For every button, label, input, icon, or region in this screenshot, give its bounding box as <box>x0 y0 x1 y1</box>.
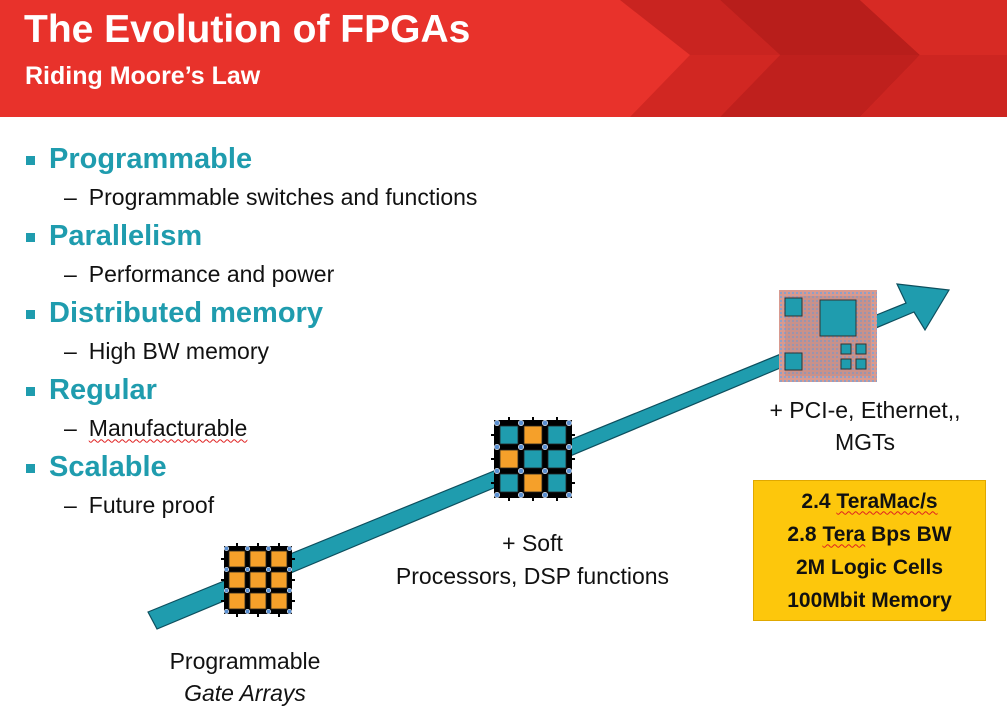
bullet-item: Regular <box>26 370 626 410</box>
spec-prefix: 2.8 <box>787 522 823 546</box>
stage-label-line1: Programmable <box>169 648 321 674</box>
bullet-square-icon <box>26 232 35 242</box>
spec-box: 2.4 TeraMac/s 2.8 Tera Bps BW 2M Logic C… <box>753 480 986 621</box>
bullet-heading: Regular <box>49 373 157 406</box>
fpga-chip-large-icon <box>779 290 877 382</box>
spec-line: 2.4 TeraMac/s <box>801 485 937 518</box>
slide-subtitle: Riding Moore’s Law <box>25 62 261 90</box>
bullet-square-icon <box>26 155 35 165</box>
bullet-square-icon <box>26 309 35 319</box>
feature-list: Programmable – Programmable switches and… <box>26 138 626 523</box>
bullet-detail-text: Performance and power <box>88 260 335 287</box>
bullet-detail: – Programmable switches and functions <box>26 179 626 215</box>
spec-underlined: Tera <box>822 522 866 546</box>
fpga-chip-small-icon <box>221 543 295 617</box>
bullet-detail: – Manufacturable <box>26 410 626 446</box>
dash-marker: – <box>64 183 77 210</box>
spec-suffix: Bps BW <box>865 522 952 546</box>
bullet-heading: Scalable <box>49 450 167 483</box>
bullet-detail-text: High BW memory <box>88 337 269 364</box>
slide-title: The Evolution of FPGAs <box>24 8 471 51</box>
bullet-detail: – High BW memory <box>26 333 626 369</box>
bullet-heading: Distributed memory <box>49 296 323 329</box>
spec-line: 100Mbit Memory <box>787 584 952 617</box>
spec-line: 2.8 Tera Bps BW <box>787 518 951 551</box>
bullet-detail: – Future proof <box>26 487 626 523</box>
stage-label-gate-arrays: Programmable Gate Arrays <box>140 645 350 709</box>
header-banner: The Evolution of FPGAs Riding Moore’s La… <box>0 0 1007 117</box>
stage-label-line2: Processors, DSP functions <box>395 563 670 589</box>
spec-underlined: TeraMac/s <box>836 489 938 513</box>
bullet-square-icon <box>26 463 35 473</box>
dash-marker: – <box>64 260 77 287</box>
bullet-detail-text: Programmable switches and functions <box>88 183 478 210</box>
bullet-detail: – Performance and power <box>26 256 626 292</box>
bullet-item: Distributed memory <box>26 293 626 333</box>
spec-line: 2M Logic Cells <box>796 551 943 584</box>
bullet-heading: Programmable <box>49 142 253 175</box>
bullet-heading: Parallelism <box>49 219 203 252</box>
dash-marker: – <box>64 491 77 518</box>
bullet-item: Programmable <box>26 139 626 179</box>
stage-label-line2: MGTs <box>834 429 896 455</box>
stage-label-line1: + PCI-e, Ethernet,, <box>769 397 961 423</box>
spec-prefix: 2.4 <box>801 489 837 513</box>
bullet-detail-text: Manufacturable <box>88 414 248 441</box>
bullet-detail-text: Future proof <box>88 491 215 518</box>
spec-suffix: 100Mbit Memory <box>787 588 952 612</box>
bullet-item: Scalable <box>26 447 626 487</box>
dash-marker: – <box>64 337 77 364</box>
header-background <box>0 0 1007 117</box>
bullet-item: Parallelism <box>26 216 626 256</box>
dash-marker: – <box>64 414 77 441</box>
bullet-square-icon <box>26 386 35 396</box>
stage-label-pcie: + PCI-e, Ethernet,, MGTs <box>740 394 990 458</box>
stage-label-line1: + Soft <box>502 530 563 556</box>
spec-suffix: 2M Logic Cells <box>795 555 944 579</box>
stage-label-soft-processors: + Soft Processors, DSP functions <box>360 527 705 593</box>
stage-label-line2: Gate Arrays <box>184 680 306 706</box>
